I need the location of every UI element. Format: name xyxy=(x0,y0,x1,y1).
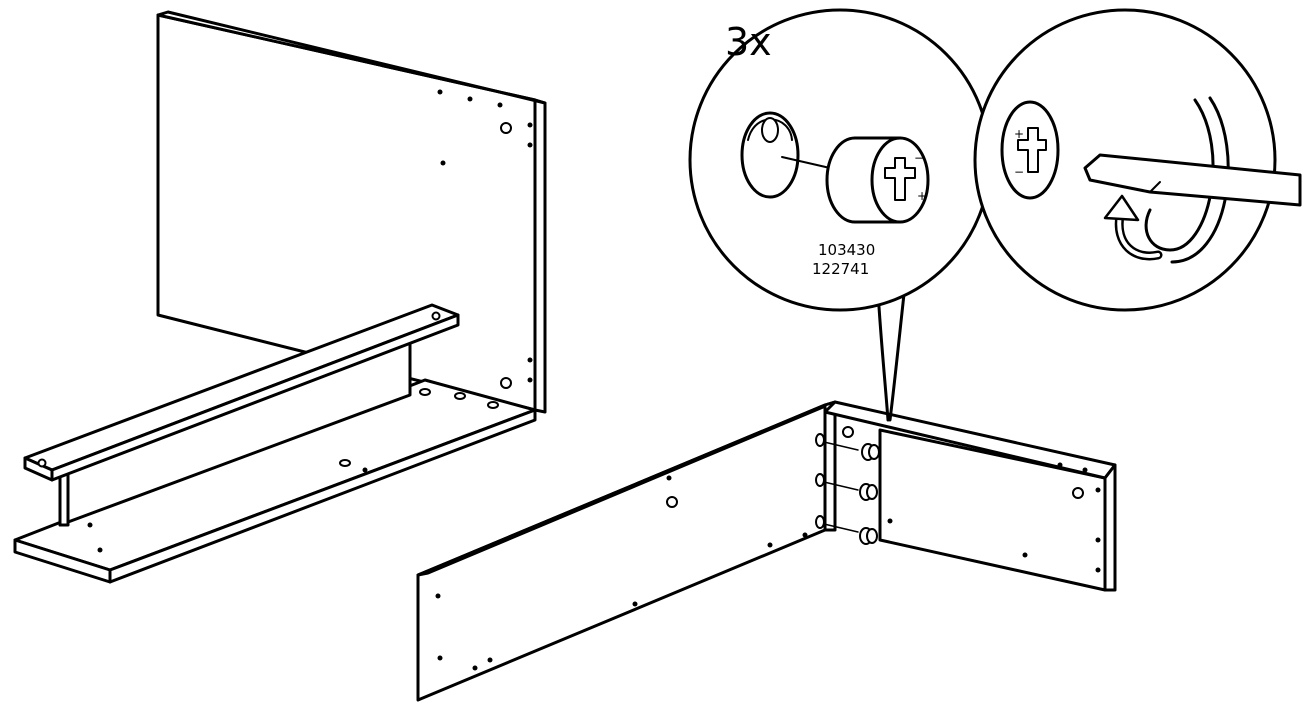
top-stretcher xyxy=(23,303,460,482)
part-number-2: 122741 xyxy=(812,260,869,278)
bottom-panel-holes xyxy=(87,467,368,553)
cam-lock-1 xyxy=(815,433,880,461)
minus-sign-icon: − xyxy=(914,151,924,165)
long-panel-holes xyxy=(435,475,808,671)
right-panel-assembly xyxy=(416,400,1117,702)
cam-lock-3 xyxy=(815,515,878,545)
left-frame-assembly xyxy=(13,10,547,584)
cam-hole-icon xyxy=(740,111,800,199)
plus-sign-icon: + xyxy=(1014,127,1024,141)
detail-callout-cam-lock: + − 103430 122741 xyxy=(688,8,992,312)
back-panel-holes xyxy=(437,89,533,383)
plus-sign-icon: + xyxy=(917,189,927,203)
detail-callout-tighten: + − xyxy=(973,8,1302,312)
quantity-label: 3x xyxy=(725,20,772,64)
long-panel xyxy=(416,400,837,702)
cam-locks xyxy=(815,433,880,545)
side-panel-holes xyxy=(887,462,1101,573)
screwdriver-icon xyxy=(1083,153,1302,207)
curved-arrow-icon xyxy=(1103,194,1163,261)
part-number-1: 103430 xyxy=(818,241,875,259)
rotation-track-icon xyxy=(1144,98,1215,252)
cam-lock-icon: + − xyxy=(825,136,930,224)
cam-face-icon: + − xyxy=(1000,100,1060,200)
side-panel xyxy=(823,400,1117,592)
bottom-panel xyxy=(13,378,537,584)
minus-sign-icon: − xyxy=(1014,165,1024,179)
cam-lock-2 xyxy=(815,473,878,501)
part-number-list: 103430 122741 xyxy=(812,241,875,278)
